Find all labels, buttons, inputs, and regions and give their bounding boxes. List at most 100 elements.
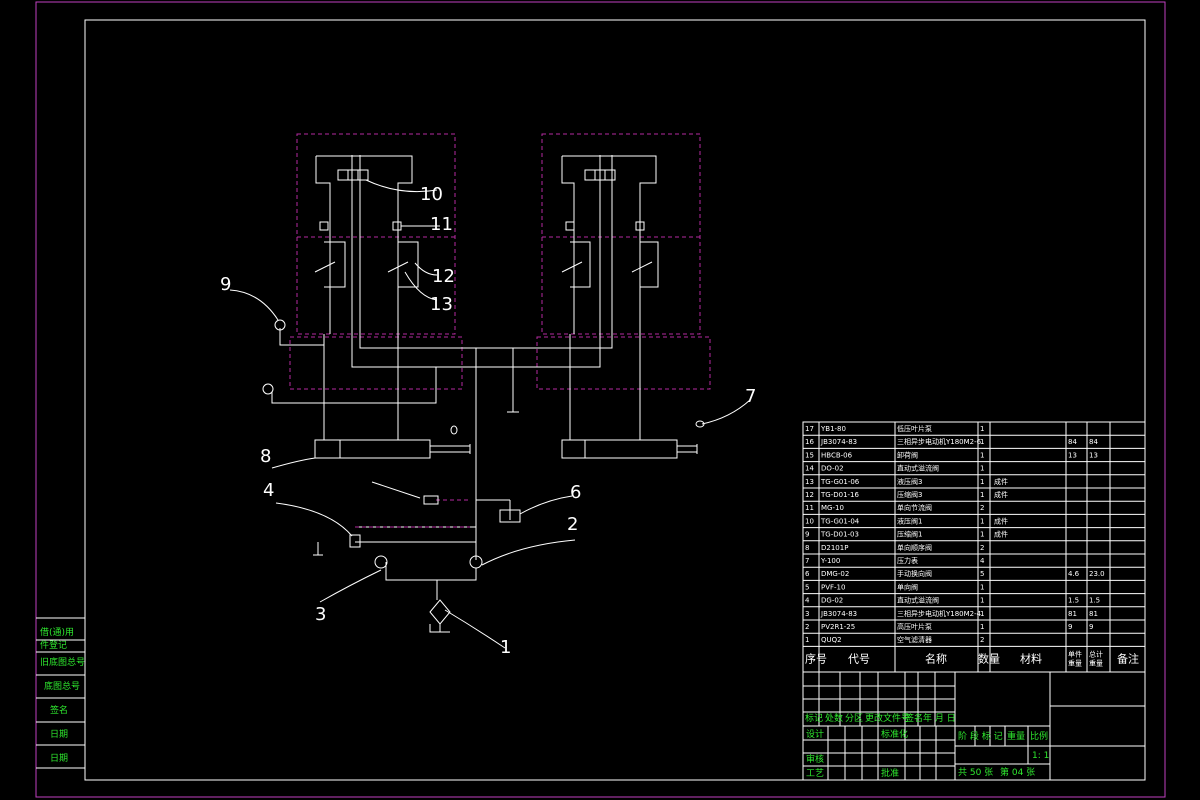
parts-cell: 1: [805, 636, 809, 644]
parts-header-cell: 总计: [1089, 649, 1103, 658]
sheet-number: 第 04 张: [1000, 766, 1035, 778]
parts-cell: TG-D01-03: [820, 531, 859, 539]
parts-cell: 14: [805, 465, 814, 473]
scale-value: 1: 1: [1032, 751, 1049, 761]
parts-cell: 4: [805, 597, 810, 605]
parts-cell: 低压叶片泵: [897, 424, 932, 433]
parts-cell: 9: [1089, 623, 1093, 631]
callout-6: 6: [570, 482, 581, 503]
parts-cell: 4: [980, 557, 985, 565]
callout-11: 11: [430, 214, 453, 235]
parts-cell: 三相异步电动机Y180M2-6: [897, 437, 982, 446]
parts-cell: 1: [980, 623, 984, 631]
parts-cell: 高压叶片泵: [897, 622, 932, 631]
parts-cell: 1: [980, 517, 984, 525]
change-col: 处数: [825, 712, 843, 724]
parts-cell: Y-100: [820, 557, 840, 565]
change-col: 分区: [845, 713, 863, 724]
parts-header-cell: 备注: [1117, 651, 1139, 665]
parts-cell: 9: [1068, 623, 1072, 631]
parts-header-cell: 单件: [1068, 649, 1082, 658]
callout-10: 10: [420, 184, 443, 205]
parts-cell: 15: [805, 451, 814, 459]
left-valve-assembly: [289, 133, 463, 390]
parts-cell: 13: [805, 478, 814, 486]
parts-cell: 1.5: [1068, 597, 1079, 605]
parts-cell: 单向节流阀: [897, 503, 932, 512]
side-label: 日期: [50, 729, 68, 740]
parts-cell: 成件: [994, 477, 1008, 486]
parts-cell: 压力表: [897, 556, 918, 565]
parts-cell: HBCB-06: [821, 451, 853, 459]
parts-cell: 10: [805, 517, 814, 525]
left-valve-box: [296, 133, 456, 335]
parts-cell: 17: [805, 425, 814, 433]
change-col: 签名: [905, 712, 923, 724]
pump-3: [374, 555, 388, 569]
check-valve-5: [423, 495, 439, 505]
parts-cell: 84: [1068, 438, 1077, 446]
leader-lines: [229, 179, 751, 649]
parts-cell: YB1-80: [820, 425, 846, 433]
side-label: 件登记: [40, 639, 67, 651]
parts-cell: 液压阀1: [897, 516, 922, 525]
parts-cell: JB3074-83: [820, 610, 857, 618]
inner-frame: [84, 19, 1146, 781]
designer-label: 设计: [806, 728, 824, 740]
parts-header-cell: 代号: [848, 652, 870, 665]
parts-cell: 81: [1068, 610, 1077, 618]
parts-cell: PVF-10: [821, 583, 845, 591]
parts-cell: PV2R1-25: [821, 623, 855, 631]
parts-header-cell: 序号: [805, 651, 827, 665]
pressure-gauge-9: [274, 319, 286, 331]
parts-cell: 1: [980, 597, 984, 605]
parts-cell: 手动换向阀: [897, 569, 932, 578]
right-valve-assembly: [536, 133, 711, 390]
parts-cell: 成件: [994, 530, 1008, 539]
parts-header-cell: 材料: [1020, 651, 1042, 665]
side-label: 旧底图总号: [40, 656, 85, 668]
parts-cell: 成件: [994, 516, 1008, 525]
parts-cell: TG-D01-16: [820, 491, 860, 499]
parts-cell: 1: [980, 465, 984, 473]
piping: [271, 155, 641, 633]
parts-cell: 1: [980, 451, 984, 459]
parts-cell: DG-02: [821, 597, 843, 605]
callout-13: 13: [430, 294, 453, 315]
parts-cell: DO-02: [821, 465, 844, 473]
callout-labels: 1 2 3 4 6 7 8 9 10 11 12 13: [220, 184, 756, 658]
parts-cell: 直动式溢流阀: [897, 464, 939, 473]
parts-header-cell: 名称: [925, 651, 947, 665]
right-cylinder: [561, 439, 698, 459]
parts-cell: DMG-02: [821, 570, 849, 578]
change-col: 更改文件号: [865, 712, 910, 724]
parts-header-cell: 重量: [1089, 659, 1103, 667]
parts-cell: 5: [805, 583, 809, 591]
parts-cell: 成件: [994, 490, 1008, 499]
parts-cell: 3: [805, 610, 809, 618]
parts-cell: 13: [1068, 451, 1077, 459]
change-col: 年 月 日: [923, 712, 956, 724]
parts-cell: 12: [805, 491, 814, 499]
parts-cell: QUQ2: [821, 636, 842, 644]
parts-cell: 5: [980, 570, 984, 578]
approval-label: 批准: [881, 767, 899, 779]
parts-cell: 压缩阀1: [897, 530, 922, 539]
outer-frame: [35, 1, 1166, 798]
parts-cell: 2: [980, 544, 984, 552]
parts-cell: 直动式溢流阀: [897, 596, 939, 605]
side-label: 日期: [50, 753, 68, 764]
parts-cell: 1: [980, 531, 984, 539]
parts-cell: 1: [980, 478, 984, 486]
callout-7: 7: [745, 386, 756, 407]
change-col: 标记: [805, 712, 823, 724]
callout-12: 12: [432, 266, 455, 287]
parts-cell: 6: [805, 570, 810, 578]
parts-cell: 1.5: [1089, 597, 1100, 605]
parts-cell: 液压阀3: [897, 477, 922, 486]
parts-cell: 1: [980, 491, 984, 499]
callout-4: 4: [263, 480, 274, 501]
parts-cell: 7: [805, 557, 809, 565]
parts-cell: TG-G01-04: [820, 517, 860, 525]
